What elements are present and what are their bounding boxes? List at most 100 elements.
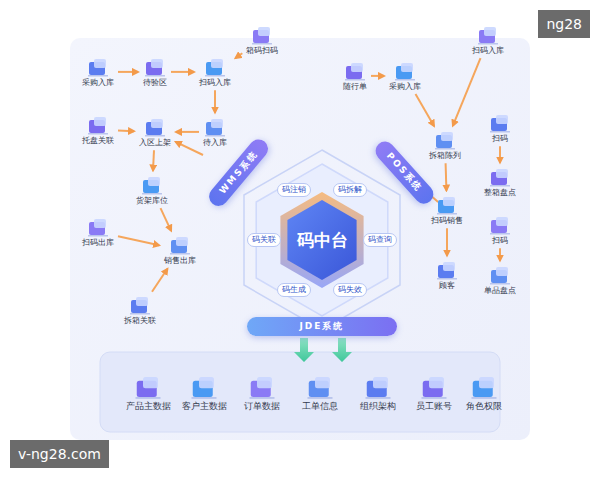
step-label: 货架库位 (136, 197, 168, 206)
flow-step: 单品盘点 (482, 264, 518, 297)
flow-step: 待入库 (201, 116, 229, 149)
data-item: 员工账号 (414, 373, 454, 412)
flow-arrow (171, 71, 194, 73)
node-icon (435, 260, 459, 280)
step-label: 客户主数据 (182, 402, 227, 411)
node-icon (363, 374, 393, 400)
flow-arrow (176, 131, 199, 133)
node-icon (247, 374, 277, 400)
flow-arrow (118, 71, 138, 73)
flow-arrow (446, 228, 448, 255)
node-icon (189, 374, 219, 400)
function-pill: 码生成 (277, 283, 311, 297)
function-pill: 码失效 (333, 283, 367, 297)
flow-arrow (152, 269, 167, 292)
node-icon (305, 374, 335, 400)
data-item: 组织架构 (358, 373, 398, 412)
node-icon (86, 115, 110, 135)
step-label: 订单数据 (244, 402, 280, 411)
node-icon (488, 215, 512, 235)
node-icon (250, 25, 274, 45)
data-item: 工单信息 (300, 373, 340, 412)
watermark: ng28 (538, 10, 590, 38)
step-label: 顾客 (439, 282, 455, 291)
node-icon (433, 130, 457, 150)
flow-step: 扫码入库 (197, 56, 233, 89)
node-icon (469, 374, 499, 400)
flow-step: 扫码 (486, 214, 514, 247)
step-label: 托盘关联 (82, 137, 114, 146)
flow-arrow (416, 94, 435, 126)
step-label: 扫码销售 (431, 217, 463, 226)
flow-arrow (453, 58, 481, 126)
function-pill: 码查询 (363, 233, 397, 247)
node-icon (488, 113, 512, 133)
node-icon (143, 117, 167, 137)
flow-step: 拆箱陈列 (427, 129, 463, 162)
band-label: JDE系统 (300, 321, 345, 331)
step-label: 箱码扫码 (246, 47, 278, 56)
flow-step: 扫码 (486, 112, 514, 145)
flow-step: 扫码入库 (470, 24, 506, 57)
node-icon (203, 117, 227, 137)
node-icon (488, 167, 512, 187)
data-item: 产品主数据 (124, 373, 173, 412)
step-label: 扫码入库 (472, 47, 504, 56)
flow-step: 销售出库 (162, 234, 198, 267)
flow-arrow (176, 142, 203, 155)
node-icon (168, 235, 192, 255)
node-icon (143, 57, 167, 77)
flow-arrow (445, 163, 448, 190)
flow-step: 扫码销售 (429, 194, 465, 227)
node-icon (133, 374, 163, 400)
flow-step: 采购入库 (387, 60, 423, 93)
step-label: 角色权限 (466, 402, 502, 411)
step-label: 产品主数据 (126, 402, 171, 411)
step-label: 组织架构 (360, 402, 396, 411)
flow-arrow (499, 146, 501, 162)
flow-arrow (371, 75, 384, 77)
flow-step: 采购入库 (80, 56, 116, 89)
data-item: 客户主数据 (180, 373, 229, 412)
step-label: 拆箱关联 (124, 317, 156, 326)
pill-label: 码查询 (368, 235, 392, 244)
step-label: 扫码入库 (199, 79, 231, 88)
step-label: 采购入库 (82, 79, 114, 88)
pill-label: 码关联 (252, 235, 276, 244)
flow-step: 扫码出库 (80, 216, 116, 249)
step-label: 入区上架 (139, 139, 171, 148)
step-label: 销售出库 (164, 257, 196, 266)
down-arrow (294, 338, 314, 362)
node-icon (476, 25, 500, 45)
flow-step: 整箱盘点 (482, 166, 518, 199)
step-label: 拆箱陈列 (429, 152, 461, 161)
system-band: JDE系统 (247, 317, 397, 336)
flow-step: 待验区 (141, 56, 169, 89)
step-label: 待入库 (203, 139, 227, 148)
flow-step: 随行单 (341, 60, 369, 93)
flow-step: 货架库位 (134, 174, 170, 207)
node-icon (343, 61, 367, 81)
step-label: 采购入库 (389, 83, 421, 92)
flow-arrow (236, 53, 243, 58)
step-label: 整箱盘点 (484, 189, 516, 198)
flow-arrow (214, 90, 216, 112)
flow-step: 托盘关联 (80, 114, 116, 147)
hub-hexagon: 码中台码注销码拆解码关联码查询码生成码失效 (242, 160, 402, 320)
flow-arrow (161, 208, 172, 231)
flow-step: 入区上架 (137, 116, 173, 149)
data-item: 角色权限 (464, 373, 504, 412)
function-pill: 码注销 (277, 183, 311, 197)
node-icon (86, 217, 110, 237)
data-panel (100, 352, 500, 432)
step-label: 扫码 (492, 135, 508, 144)
pill-label: 码失效 (338, 285, 362, 294)
data-item: 订单数据 (242, 373, 282, 412)
node-icon (419, 374, 449, 400)
node-icon (86, 57, 110, 77)
node-icon (488, 265, 512, 285)
flow-step: 顾客 (433, 259, 461, 292)
node-icon (435, 195, 459, 215)
pill-label: 码生成 (282, 285, 306, 294)
